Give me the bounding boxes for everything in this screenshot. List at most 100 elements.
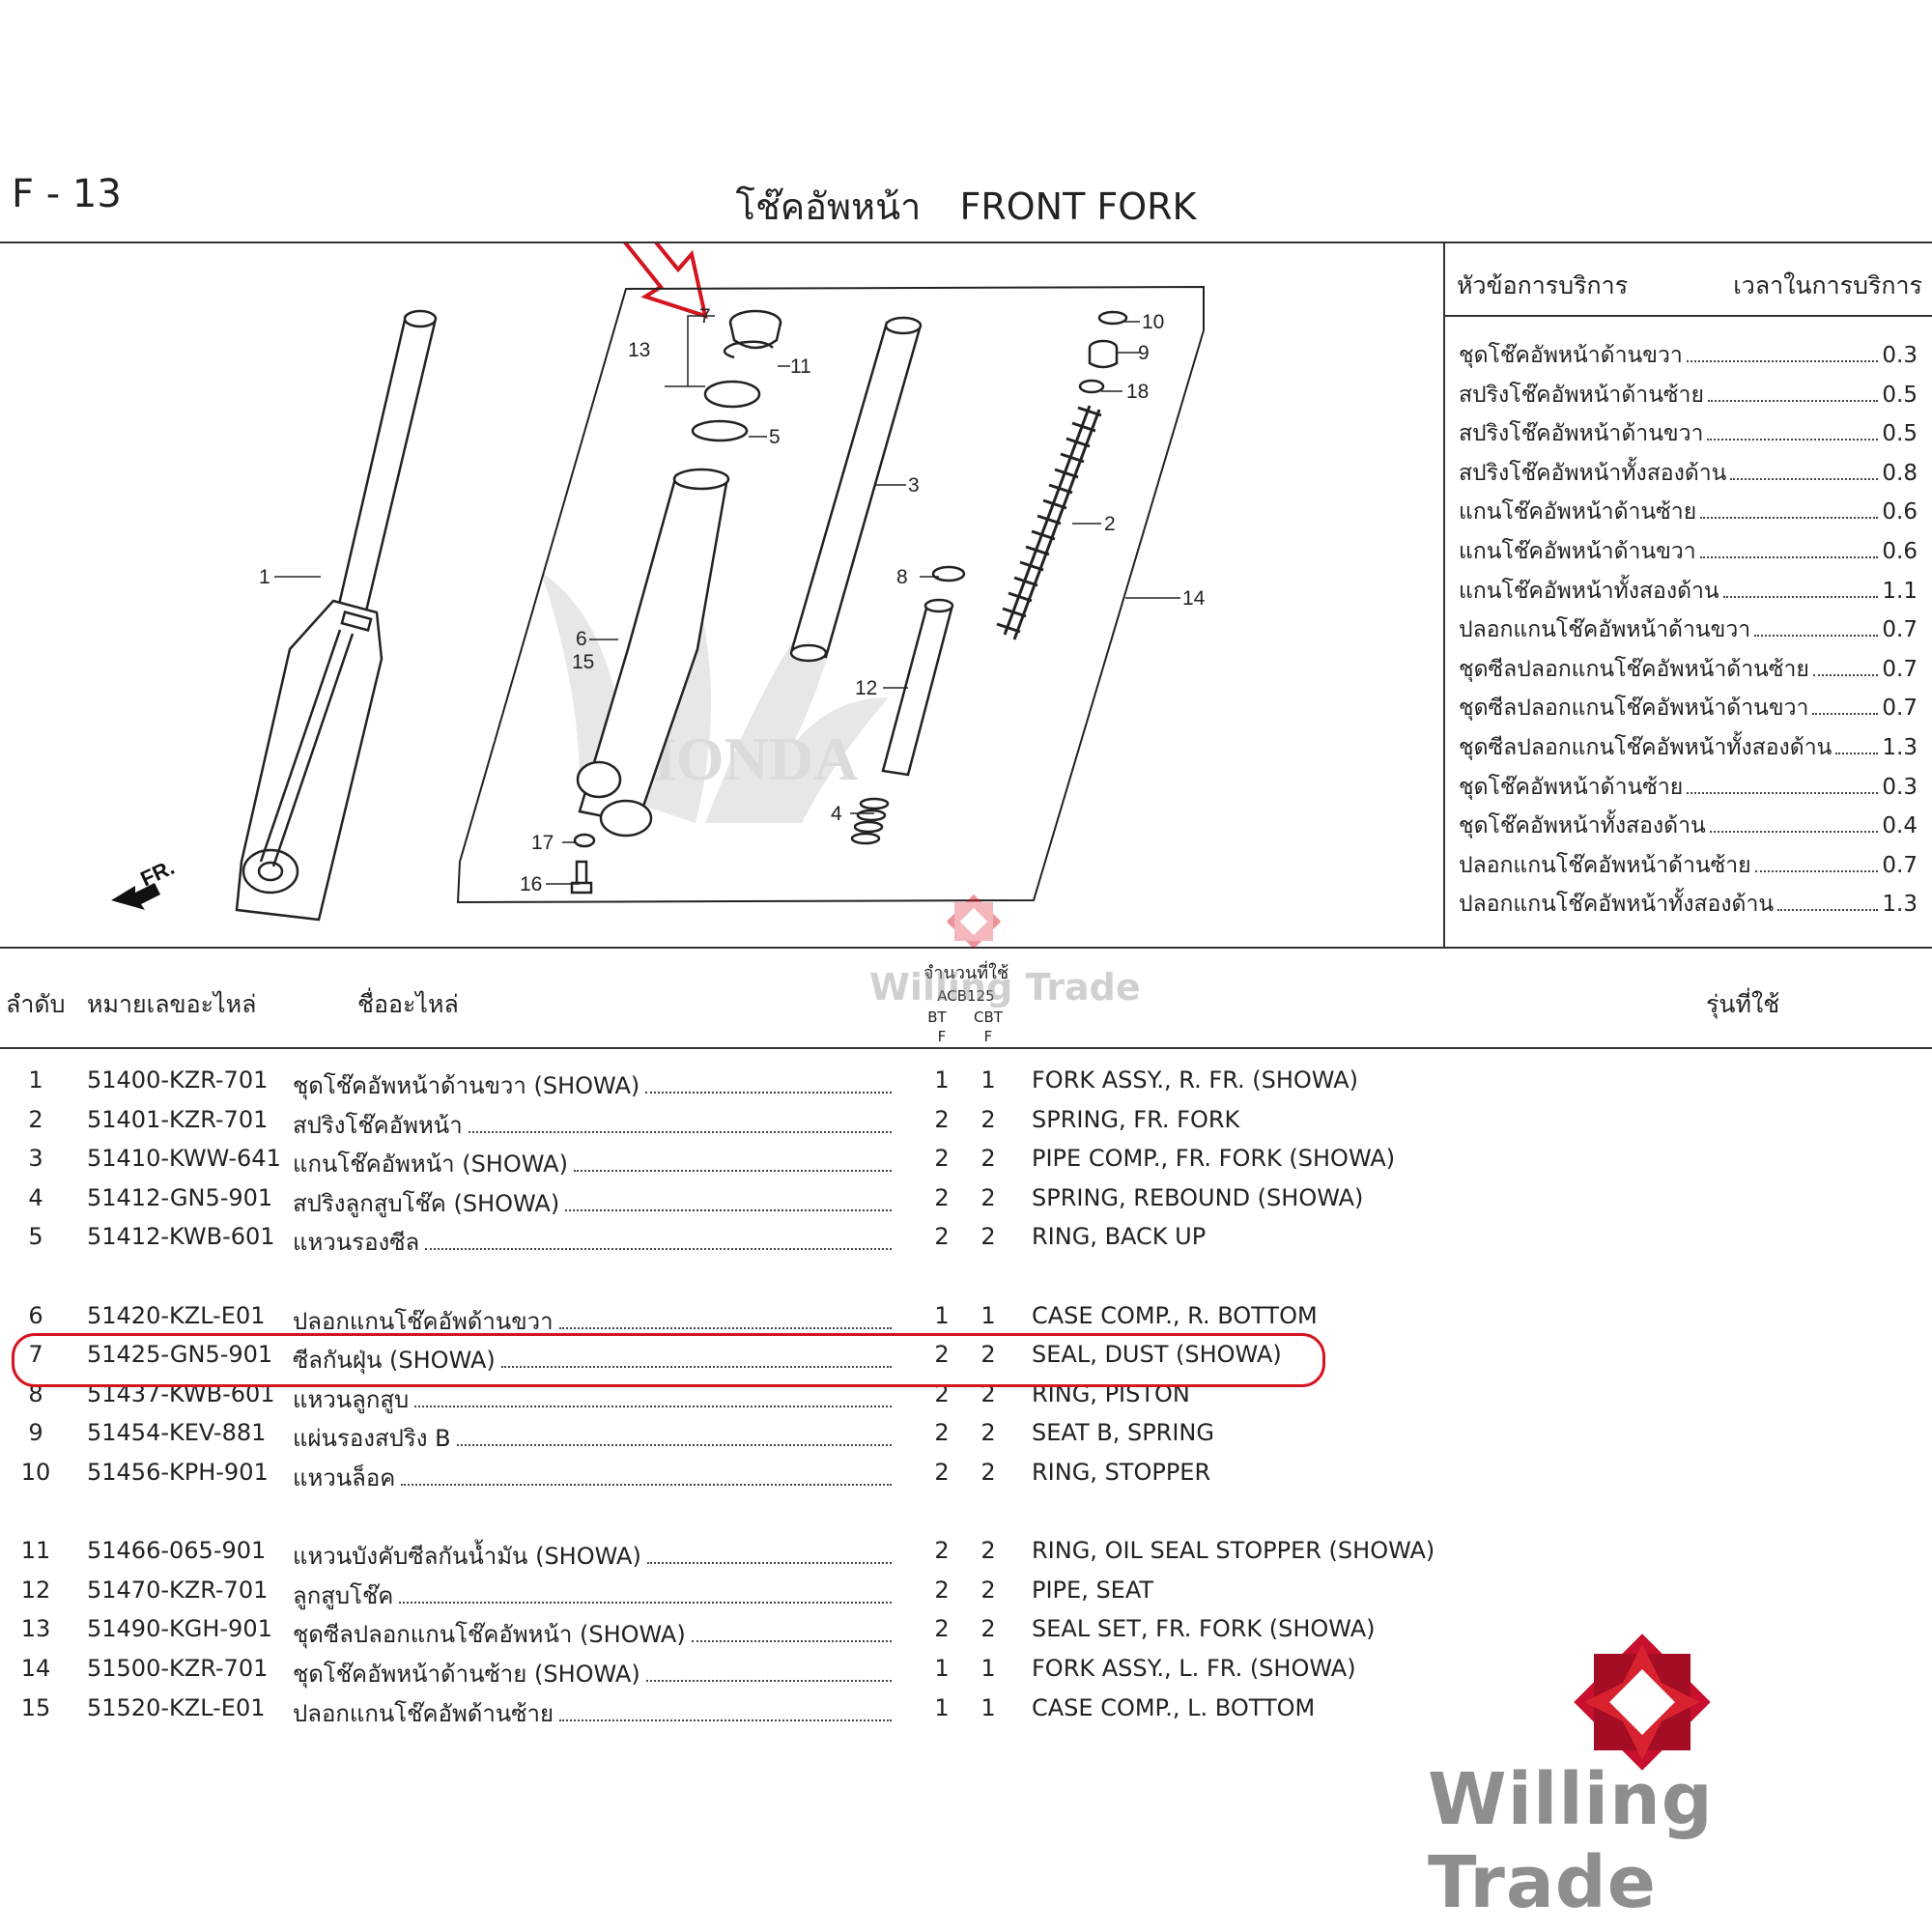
part-qty-bt: 2 [934,1419,950,1446]
part-qty-cbt: 2 [980,1615,996,1642]
part-qty-cbt: 2 [980,1419,996,1446]
dot-leader [456,1444,892,1446]
dot-leader [468,1131,892,1133]
dot-leader [500,1366,892,1368]
service-item-name: ชุดโช๊คอัพหน้าด้านซ้าย [1459,775,1684,800]
washer-17-illustration [573,833,596,848]
dot-leader [646,1562,892,1564]
service-item-name: สปริงโช๊คอัพหน้าด้านขวา [1459,421,1704,446]
seal-set-illustration [703,380,761,409]
part-name-english: SEAL SET, FR. FORK (SHOWA) [1032,1615,1376,1642]
part-qty-cbt: 1 [980,1655,996,1682]
part-name-english: SEAL, DUST (SHOWA) [1032,1341,1282,1368]
service-item-time: 1.3 [1882,892,1918,917]
willing-trade-logo-text: Willing Trade [1428,1758,1714,1924]
callout-14: 14 [1182,587,1206,610]
service-item-time: 0.7 [1882,853,1918,878]
part-name-thai-cell: ปลอกแกนโช๊คอัพด้านขวา [293,1302,892,1340]
part-no: 9 [28,1419,43,1446]
callout-7: 7 [699,305,711,327]
front-direction-arrow-icon: FR. [111,855,178,910]
part-name-thai-cell: ชุดโช๊คอัพหน้าด้านขวา (SHOWA) [293,1066,892,1104]
part-name-thai: สปริงโช๊คอัพหน้า [293,1112,463,1139]
part-name-thai: แหวนบังคับซีลกันน้ำมัน (SHOWA) [293,1543,641,1570]
part-number: 51401-KZR-701 [87,1106,269,1133]
part-name-thai-cell: ชุดโช๊คอัพหน้าด้านซ้าย (SHOWA) [293,1655,892,1692]
part-name-thai-cell: สปริงโช๊คอัพหน้า [293,1106,892,1144]
part-qty-bt: 2 [934,1577,950,1604]
part-name-thai-cell: แหวนบังคับซีลกันน้ำมัน (SHOWA) [293,1537,892,1575]
service-item-time: 0.6 [1882,539,1918,564]
col-header-part-number: หมายเลขอะไหล่ [87,990,257,1018]
dot-leader [1709,831,1879,833]
part-name-thai-cell: ซีลกันฝุ่น (SHOWA) [293,1341,892,1378]
col-header-variant-1-sub: F [937,1028,947,1045]
callout-1: 1 [259,566,270,588]
part-number: 51425-GN5-901 [87,1341,273,1368]
highlight-arrow-icon [623,243,708,319]
part-name-thai: ลูกสูบโช๊ค [293,1582,394,1609]
service-item-time: 1.1 [1882,579,1918,604]
part-qty-bt: 1 [934,1655,950,1682]
part-number: 51420-KZL-E01 [87,1302,266,1329]
callout-9: 9 [1138,342,1150,364]
part-no: 8 [28,1380,43,1407]
part-name-thai-cell: ชุดซีลปลอกแกนโช๊คอัพหน้า (SHOWA) [293,1615,892,1653]
dot-leader [1754,870,1879,872]
dot-leader [645,1680,892,1682]
service-item-name: ปลอกแกนโช๊คอัพหน้าด้านซ้าย [1459,853,1751,878]
callout-12: 12 [855,677,877,699]
dot-leader [565,1209,892,1211]
part-name-thai: แหวนลูกสูบ [293,1386,410,1413]
service-item-name: ชุดโช๊คอัพหน้าทั้งสองด้าน [1459,813,1706,838]
part-name-english: RING, OIL SEAL STOPPER (SHOWA) [1032,1537,1435,1564]
part-no: 13 [20,1615,51,1642]
col-header-variant-2-sub: F [983,1028,993,1045]
part-name-thai: แหวนรองซีล [293,1229,420,1256]
dot-leader [1687,792,1879,794]
service-item-time: 1.3 [1882,735,1918,760]
part-number: 51412-KWB-601 [87,1223,275,1250]
part-number: 51466-065-901 [87,1537,267,1564]
part-name-english: PIPE, SEAT [1032,1577,1154,1604]
service-item-name: ปลอกแกนโช๊คอัพหน้าทั้งสองด้าน [1459,892,1775,917]
part-name-english: SPRING, FR. FORK [1032,1106,1240,1133]
callout-13: 13 [628,339,650,361]
service-header-topic: หัวข้อการบริการ [1457,271,1629,299]
part-qty-bt: 1 [934,1302,950,1329]
dot-leader [1722,596,1879,598]
service-item-time: 0.4 [1882,813,1918,838]
dot-leader [1700,517,1879,519]
parts-header-divider [0,1047,1932,1049]
part-number: 51490-KGH-901 [87,1615,272,1642]
part-name-thai: แกนโช๊คอัพหน้า (SHOWA) [293,1151,568,1178]
part-no: 3 [28,1145,43,1172]
exploded-diagram: HONDA [111,243,1206,922]
dot-leader [414,1406,892,1407]
part-no: 2 [28,1106,43,1133]
part-name-thai-cell: แหวนลูกสูบ [293,1380,892,1418]
page-title: โช๊คอัพหน้า FRONT FORK [0,177,1932,236]
table-row: 13 51490-KGH-901 ชุดซีลปลอกแกนโช๊คอัพหน้า … [0,1615,1932,1654]
part-qty-cbt: 1 [980,1302,996,1329]
callout-10: 10 [1142,311,1164,333]
dot-leader [401,1484,892,1486]
service-item-time: 0.3 [1882,775,1918,800]
dot-leader [1754,635,1879,637]
service-row: ชุดโช๊คอัพหน้าด้านซ้าย 0.3 [1459,770,1918,805]
part-name-english: RING, BACK UP [1032,1223,1207,1250]
part-no: 14 [20,1655,51,1682]
part-name-english: FORK ASSY., R. FR. (SHOWA) [1032,1066,1359,1094]
part-qty-cbt: 2 [980,1341,996,1368]
